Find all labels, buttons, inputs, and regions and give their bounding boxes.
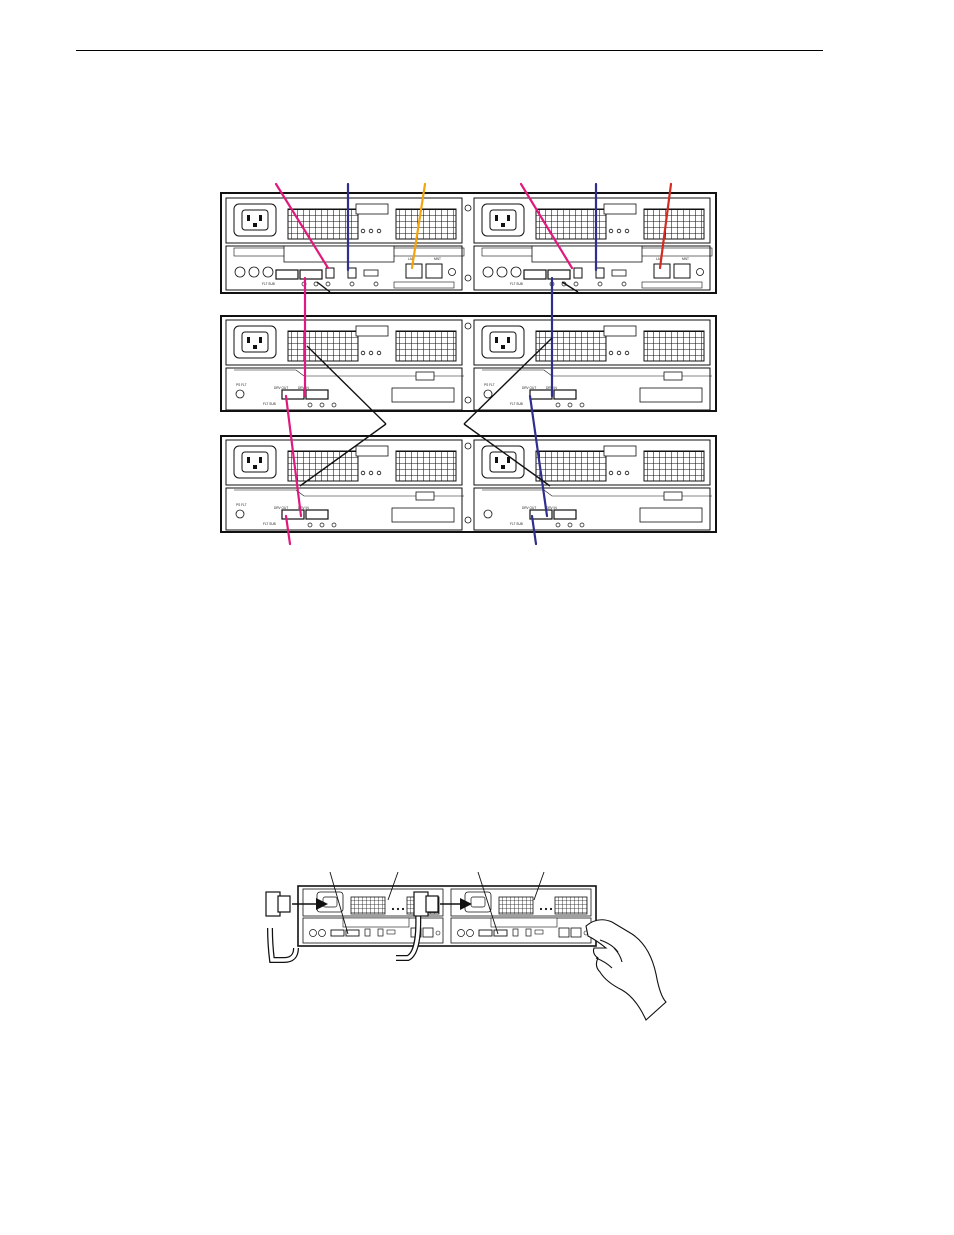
- power-cord-left: [265, 891, 328, 963]
- cable-fc-magenta-a: [274, 182, 330, 270]
- drv-in-label-d: DRV IN: [546, 506, 557, 510]
- drv-out-label-c: DRV OUT: [274, 506, 288, 510]
- flt-sub-label-a: FLT SUB: [262, 282, 275, 286]
- power-supply-right: [473, 319, 711, 366]
- drv-in-label-a: DRV IN: [298, 386, 309, 390]
- power-supply-right: [473, 439, 711, 486]
- power-supply-left: [225, 439, 463, 486]
- cable-magenta-out: [284, 514, 292, 546]
- power-supply-right-small: [450, 888, 592, 917]
- lan-label-b: LAN: [656, 257, 663, 261]
- ps-label-b: PS FLT: [484, 383, 495, 387]
- header-rule: [76, 50, 823, 51]
- cable-cross-3: [561, 281, 579, 293]
- drv-in-label-c: DRV IN: [298, 506, 309, 510]
- flt-sub-label-b: FLT SUB: [510, 282, 523, 286]
- flt-sub-label-f: FLT SUB: [510, 522, 523, 526]
- expansion-io-a: [225, 487, 465, 531]
- ps-label-a: PS FLT: [236, 383, 247, 387]
- mnt-label-a: MNT: [434, 257, 441, 261]
- power-supply-left: [225, 319, 463, 366]
- flt-sub-label-c: FLT SUB: [263, 402, 276, 406]
- hand-icon: [585, 919, 667, 1021]
- cable-lan-orange-a: [410, 182, 427, 270]
- mnt-label-b: MNT: [682, 257, 689, 261]
- controller-a-small: [302, 917, 444, 944]
- cable-blue-out: [530, 514, 538, 546]
- power-install-illustration: [265, 871, 667, 1021]
- cable-cross-2: [306, 345, 387, 425]
- ps-label-c: PS FLT: [236, 503, 247, 507]
- cable-lan-red-b: [658, 182, 673, 270]
- raid-chassis: LAN MNT LAN MNT FLT SUB FLT SUB: [220, 192, 717, 294]
- cable-cross-5: [299, 423, 387, 487]
- expansion-chassis-2: PS FLT DRV OUT DRV IN DRV OUT DRV IN FLT…: [220, 435, 717, 533]
- cable-cross-6: [463, 423, 551, 487]
- expansion-io-a: [225, 367, 465, 411]
- drv-out-label-a: DRV OUT: [274, 386, 288, 390]
- cross-cables: [299, 281, 579, 487]
- power-supply-right: [473, 197, 711, 244]
- cable-drive-blue-2: [528, 394, 549, 518]
- power-cord-right: [396, 891, 472, 961]
- drv-out-label-b: DRV OUT: [522, 386, 536, 390]
- controller-b-small: [450, 917, 592, 944]
- cable-drive-magenta-2: [284, 394, 303, 518]
- flt-sub-label-e: FLT SUB: [263, 522, 276, 526]
- cable-fc-magenta-b: [519, 182, 574, 270]
- expansion-chassis-1: PS FLT PS FLT DRV OUT DRV IN DRV OUT DRV…: [220, 315, 717, 412]
- cable-cross-1: [316, 281, 331, 293]
- cables: [274, 182, 673, 546]
- drv-out-label-d: DRV OUT: [522, 506, 536, 510]
- flt-sub-label-d: FLT SUB: [510, 402, 523, 406]
- power-supply-left: [225, 197, 463, 244]
- cable-cross-4: [463, 337, 553, 425]
- lan-label-a: LAN: [408, 257, 415, 261]
